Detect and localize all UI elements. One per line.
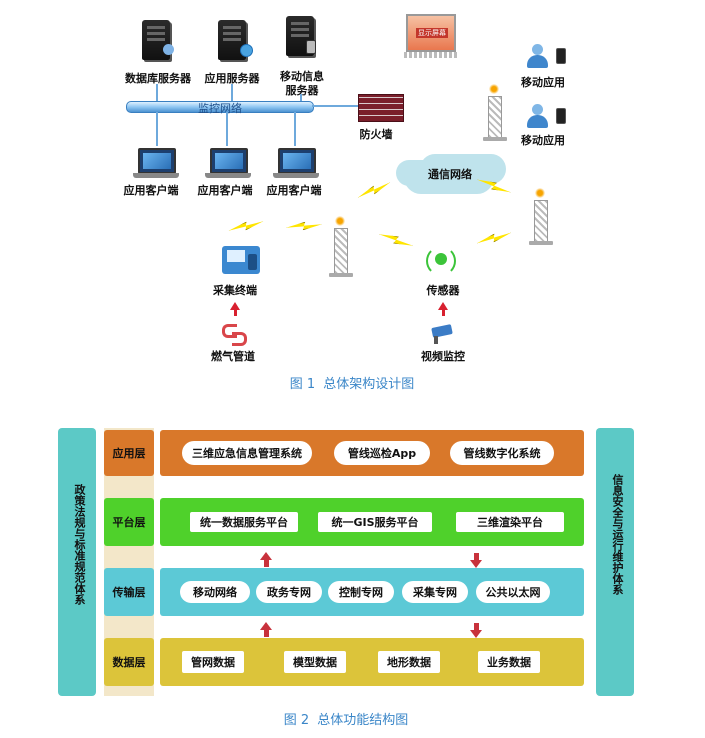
mobile-app-label-2: 移动应用 [521, 134, 565, 147]
client-label-1: 应用客户端 [123, 184, 179, 197]
down-arrow-icon-platform [470, 553, 482, 568]
platform-item-gis-service: 统一GIS服务平台 [318, 512, 432, 532]
database-icon [163, 44, 174, 55]
sensor-label: 传感器 [426, 284, 460, 297]
app-server-label: 应用服务器 [204, 72, 260, 85]
client-label-2: 应用客户端 [197, 184, 253, 197]
data-item-terrain: 地形数据 [378, 651, 440, 673]
communication-network-cloud [404, 160, 494, 194]
transport-item-mobile: 移动网络 [180, 581, 250, 603]
figure1-caption: 图 1 总体架构设计图 [286, 373, 418, 392]
phone-icon-2 [556, 108, 566, 124]
security-operations-label: 信息安全与运行维护体系 [611, 474, 624, 595]
gas-pipe-icon [222, 322, 247, 346]
data-item-business: 业务数据 [478, 651, 540, 673]
video-camera-icon [431, 324, 458, 344]
phone-icon-1 [556, 48, 566, 64]
policy-standards-label: 政策法规与标准规范体系 [73, 484, 86, 605]
mobile-icon [306, 40, 316, 54]
data-item-pipe-network: 管网数据 [182, 651, 244, 673]
platform-item-3d-render: 三维渲染平台 [456, 512, 564, 532]
monitoring-network-pipe [126, 101, 314, 113]
mobile-app-label-1: 移动应用 [521, 76, 565, 89]
sensor-icon [426, 244, 456, 276]
mobile-server-label-line1: 移动信息 [280, 70, 324, 83]
up-arrow-icon-left [230, 302, 240, 316]
wireless-bolt-icon-6 [476, 228, 513, 248]
wireless-bolt-icon-3 [228, 217, 265, 236]
mobile-user-icon-2 [526, 104, 548, 128]
up-arrow-icon-right [438, 302, 448, 316]
app-item-3d-emergency: 三维应急信息管理系统 [182, 441, 312, 465]
database-server-icon [142, 20, 170, 60]
client-link-3 [294, 112, 296, 146]
client-laptop-icon-1 [133, 148, 179, 178]
figure1-caption-text: 总体架构设计图 [323, 377, 415, 392]
signal-tower-icon-top [483, 83, 507, 141]
wireless-bolt-icon-4 [286, 220, 323, 233]
client-label-3: 应用客户端 [266, 184, 322, 197]
up-arrow-icon-transport [260, 622, 272, 637]
signal-tower-icon-right [529, 187, 553, 245]
collection-terminal-icon [222, 246, 260, 274]
database-server-label: 数据库服务器 [125, 72, 191, 85]
figure2-caption-text: 总体功能结构图 [317, 713, 409, 728]
globe-icon [240, 44, 253, 57]
data-layer-label: 数据层 [104, 638, 154, 686]
app-item-patrol-app: 管线巡检App [334, 441, 430, 465]
down-arrow-icon-transport [470, 623, 482, 638]
wireless-bolt-icon-5 [378, 231, 415, 249]
client-laptop-icon-2 [205, 148, 251, 178]
communication-network-label: 通信网络 [428, 168, 472, 181]
video-monitoring-label: 视频监控 [421, 350, 465, 363]
transport-item-government: 政务专网 [256, 581, 322, 603]
monitoring-network-label: 监控网络 [198, 102, 242, 115]
server-link-2 [231, 84, 233, 102]
security-operations-column [596, 428, 634, 696]
firewall-link [312, 105, 358, 107]
display-screen-icon: 显示屏幕 [404, 14, 458, 58]
transport-item-control: 控制专网 [328, 581, 394, 603]
client-link-2 [226, 112, 228, 146]
signal-tower-icon-center [329, 215, 353, 277]
wireless-bolt-icon-1 [356, 178, 392, 202]
up-arrow-icon-platform [260, 552, 272, 567]
app-item-digitization: 管线数字化系统 [450, 441, 554, 465]
gas-pipe-label: 燃气管道 [211, 350, 255, 363]
firewall-icon [358, 94, 404, 122]
server-link-1 [156, 84, 158, 102]
app-layer-label: 应用层 [104, 430, 154, 476]
figure2-caption-number: 图 2 [283, 713, 310, 728]
platform-layer-label: 平台层 [104, 498, 154, 546]
figure1-caption-number: 图 1 [289, 377, 316, 392]
policy-standards-column [58, 428, 96, 696]
transport-layer-label: 传输层 [104, 568, 154, 616]
figure2-caption: 图 2 总体功能结构图 [280, 709, 412, 728]
client-laptop-icon-3 [273, 148, 319, 178]
mobile-server-label-line2: 服务器 [285, 84, 319, 97]
firewall-label: 防火墙 [359, 128, 393, 141]
display-screen-text: 显示屏幕 [416, 28, 448, 38]
transport-item-collection: 采集专网 [402, 581, 468, 603]
client-link-1 [156, 112, 158, 146]
data-item-model: 模型数据 [284, 651, 346, 673]
platform-item-data-service: 统一数据服务平台 [190, 512, 298, 532]
collection-terminal-label: 采集终端 [213, 284, 257, 297]
server-link-3 [300, 94, 302, 102]
transport-item-ethernet: 公共以太网 [476, 581, 550, 603]
mobile-user-icon-1 [526, 44, 548, 68]
